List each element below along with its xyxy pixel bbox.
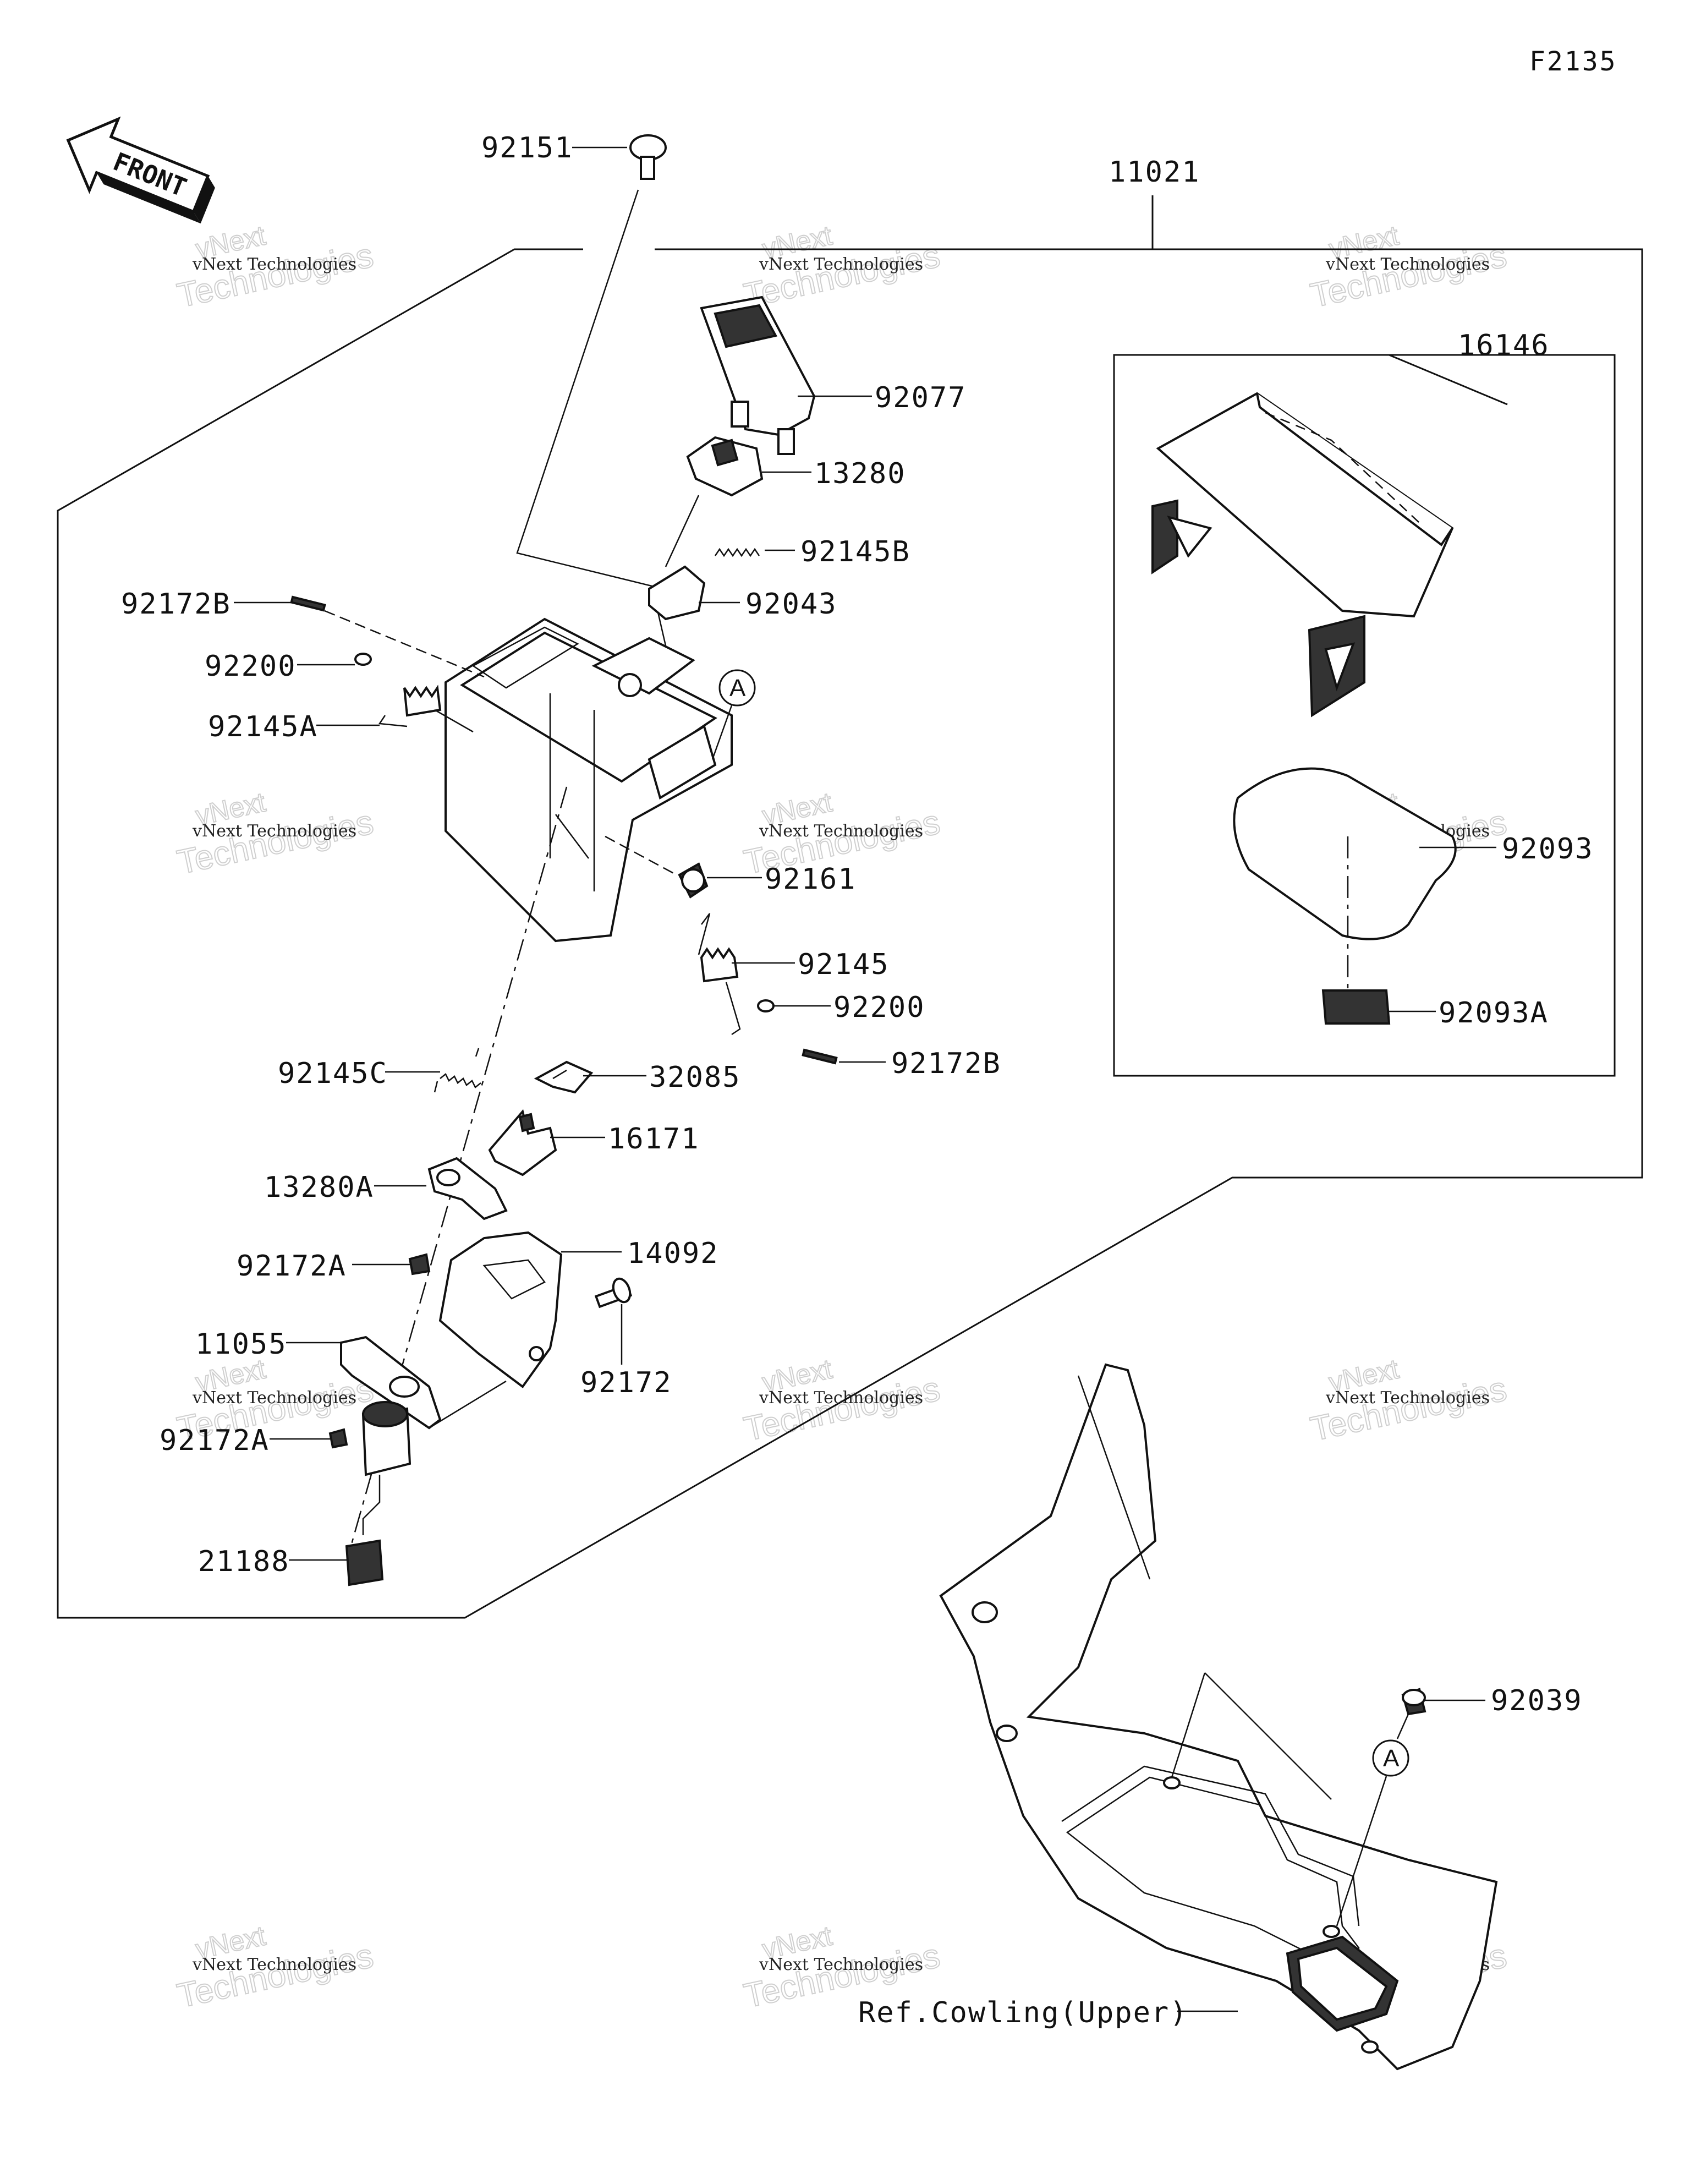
cowling-upper-part (939, 1363, 1498, 2071)
screw-92172B-bottom (802, 1048, 838, 1065)
label-13280A: 13280A (264, 1171, 374, 1204)
part-32085 (534, 1060, 594, 1094)
pad-92093 (1233, 767, 1457, 940)
label-92200-bottom: 92200 (833, 991, 925, 1024)
spring-92145B (714, 548, 760, 557)
part-16171 (488, 1109, 557, 1176)
label-92200-top: 92200 (205, 650, 297, 683)
callout-marker-upper (718, 669, 756, 707)
bolt-92151 (629, 134, 667, 180)
storage-cover-part (1151, 392, 1454, 718)
screw-92172A-bottom (328, 1428, 348, 1449)
connector-21188 (345, 1539, 384, 1586)
label-92172B-top: 92172B (121, 588, 231, 621)
svg-text:vNext Technologies: vNext Technologies (759, 1955, 923, 1974)
clip-92039 (1401, 1688, 1426, 1716)
part-92077 (700, 295, 816, 455)
label-92145C: 92145C (278, 1057, 388, 1090)
pad-92093A (1321, 989, 1391, 1025)
svg-text:vNext Technologies: vNext Technologies (1325, 255, 1490, 274)
label-92172A-bottom: 92172A (160, 1424, 270, 1457)
screw-92172A-top (408, 1253, 431, 1276)
washer-92200-top (354, 653, 372, 666)
label-92172: 92172 (580, 1366, 672, 1399)
kit-box-16146 (1113, 354, 1616, 1077)
figure-code: F2135 (1529, 46, 1617, 77)
svg-text:vNext Technologies: vNext Technologies (1325, 1388, 1490, 1408)
svg-text:vNext Technologies: vNext Technologies (192, 822, 356, 841)
label-92172B-bottom: 92172B (891, 1047, 1001, 1080)
actuator-solenoid (361, 1401, 411, 1535)
label-21188: 21188 (198, 1545, 290, 1578)
label-92172A-top: 92172A (237, 1250, 347, 1283)
screw-92172B-top (290, 595, 326, 612)
svg-text:vNext Technologies: vNext Technologies (192, 1388, 356, 1408)
callout-label-lower: A (1383, 1745, 1400, 1772)
svg-text:vNext Technologies: vNext Technologies (192, 1955, 356, 1974)
label-92093A: 92093A (1439, 997, 1549, 1030)
storage-box-housing (445, 617, 733, 943)
label-11055: 11055 (195, 1328, 287, 1361)
svg-text:vNext Technologies: vNext Technologies (759, 822, 923, 841)
label-92145: 92145 (798, 948, 890, 981)
svg-text:vNext Technologies: vNext Technologies (759, 255, 923, 274)
label-16146: 16146 (1458, 329, 1550, 362)
label-92161: 92161 (765, 863, 857, 896)
label-92039: 92039 (1491, 1684, 1583, 1717)
part-13280 (686, 436, 764, 497)
part-92043 (648, 565, 706, 621)
label-32085: 32085 (649, 1061, 741, 1094)
label-92145A: 92145A (208, 710, 318, 743)
assembly-outline (57, 248, 1643, 1619)
label-92151: 92151 (481, 132, 573, 165)
label-92093: 92093 (1502, 833, 1594, 866)
front-arrow-icon: FRONT (66, 116, 215, 224)
reference-label: Ref.Cowling(Upper) (858, 1996, 1188, 2029)
callout-marker-lower (1372, 1739, 1409, 1777)
part-13280A (427, 1157, 508, 1220)
spring-92145 (698, 913, 741, 1036)
label-11021: 11021 (1109, 156, 1200, 189)
callout-label-upper: A (729, 675, 746, 702)
label-92077: 92077 (875, 381, 967, 414)
screw-92172 (594, 1277, 633, 1309)
part-92161 (678, 862, 709, 899)
svg-text:vNext Technologies: vNext Technologies (759, 1388, 923, 1408)
spring-92145C (434, 1048, 481, 1093)
label-13280: 13280 (814, 457, 906, 490)
washer-92200-bottom (757, 999, 775, 1012)
label-92145B: 92145B (800, 535, 910, 568)
spring-92145A (378, 685, 474, 733)
bracket-14092 (438, 1231, 563, 1388)
label-14092: 14092 (627, 1237, 719, 1270)
label-92043: 92043 (745, 588, 837, 621)
label-16171: 16171 (608, 1123, 700, 1156)
svg-text:vNext Technologies: vNext Technologies (192, 255, 356, 274)
